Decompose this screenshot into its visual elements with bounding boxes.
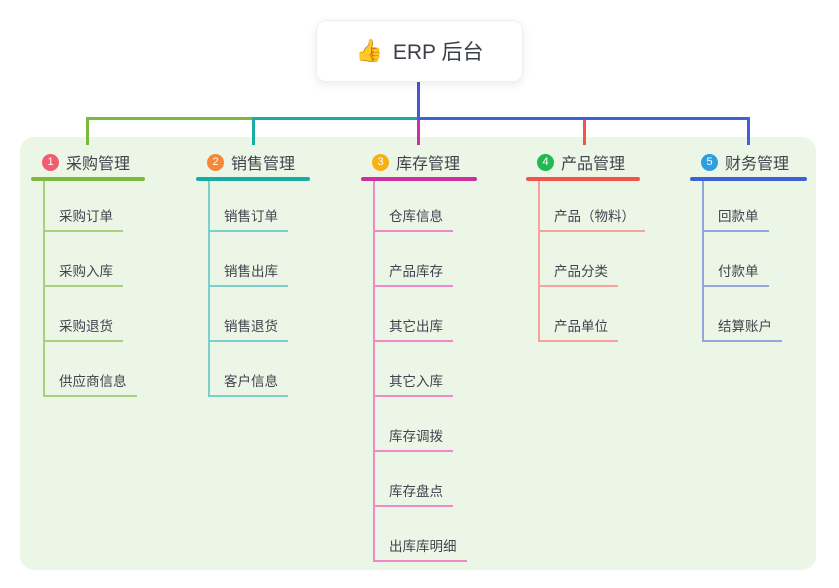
- child-node[interactable]: 销售订单: [210, 181, 310, 232]
- thumbs-up-icon: 👍: [355, 38, 383, 63]
- child-node[interactable]: 仓库信息: [375, 181, 477, 232]
- child-node[interactable]: 产品分类: [540, 232, 640, 287]
- child-node-label: 采购订单: [45, 205, 123, 232]
- branch-title: 产品管理: [561, 156, 626, 173]
- child-node-label: 销售退货: [210, 315, 288, 342]
- child-node-label: 出库库明细: [375, 535, 467, 562]
- child-node[interactable]: 产品单位: [540, 287, 640, 342]
- branch-title: 销售管理: [231, 156, 296, 173]
- root-node[interactable]: 👍 ERP 后台: [316, 20, 523, 82]
- connector-horizontal-left: [86, 117, 255, 120]
- child-node[interactable]: 产品库存: [375, 232, 477, 287]
- connector-drop-purchase: [86, 120, 89, 145]
- child-node-label: 库存盘点: [375, 480, 453, 507]
- branch-product: 4 产品管理 产品（物料） 产品分类 产品单位: [526, 147, 645, 342]
- branch-underline: [31, 177, 145, 181]
- branches-panel: [20, 137, 816, 570]
- badge-number-icon: 1: [42, 153, 59, 171]
- badge-number-icon: 2: [207, 153, 224, 171]
- connector-drop-product: [583, 120, 586, 145]
- branch-product-heading[interactable]: 4 产品管理: [526, 147, 640, 177]
- child-node-label: 销售出库: [210, 260, 288, 287]
- branch-underline: [526, 177, 640, 181]
- child-node-label: 销售订单: [210, 205, 288, 232]
- branch-title: 库存管理: [396, 156, 461, 173]
- child-node-label: 产品单位: [540, 315, 618, 342]
- branch-inventory-children: 仓库信息 产品库存 其它出库 其它入库 库存调拨 库存盘点 出库库明细: [373, 181, 477, 562]
- child-node-label: 采购入库: [45, 260, 123, 287]
- connector-drop-finance: [747, 120, 750, 145]
- connector-horizontal-mid: [252, 117, 420, 120]
- branch-inventory: 3 库存管理 仓库信息 产品库存 其它出库 其它入库 库存调拨 库存盘点 出库库…: [361, 147, 477, 562]
- child-node[interactable]: 其它出库: [375, 287, 477, 342]
- child-node[interactable]: 销售出库: [210, 232, 310, 287]
- branch-purchase: 1 采购管理 采购订单 采购入库 采购退货 供应商信息: [31, 147, 145, 397]
- connector-drop-sales: [252, 120, 255, 145]
- child-node[interactable]: 采购入库: [45, 232, 145, 287]
- child-node-label: 结算账户: [704, 315, 782, 342]
- child-node-label: 其它入库: [375, 370, 453, 397]
- badge-number-icon: 3: [372, 153, 389, 171]
- connector-horizontal-right: [417, 117, 750, 120]
- child-node-label: 产品分类: [540, 260, 618, 287]
- badge-number-icon: 4: [537, 153, 554, 171]
- child-node-label: 客户信息: [210, 370, 288, 397]
- child-node[interactable]: 结算账户: [704, 287, 807, 342]
- branch-sales: 2 销售管理 销售订单 销售出库 销售退货 客户信息: [196, 147, 310, 397]
- branch-finance: 5 财务管理 回款单 付款单 结算账户: [690, 147, 807, 342]
- child-node[interactable]: 供应商信息: [45, 342, 145, 397]
- root-node-label: ERP 后台: [392, 41, 484, 64]
- branch-sales-heading[interactable]: 2 销售管理: [196, 147, 310, 177]
- child-node[interactable]: 库存调拨: [375, 397, 477, 452]
- connector-drop-inventory: [417, 120, 420, 145]
- child-node-label: 供应商信息: [45, 370, 137, 397]
- branch-finance-heading[interactable]: 5 财务管理: [690, 147, 807, 177]
- branch-sales-children: 销售订单 销售出库 销售退货 客户信息: [208, 181, 310, 397]
- child-node-label: 采购退货: [45, 315, 123, 342]
- child-node-label: 产品库存: [375, 260, 453, 287]
- branch-product-children: 产品（物料） 产品分类 产品单位: [538, 181, 645, 342]
- child-node[interactable]: 回款单: [704, 181, 807, 232]
- branch-finance-children: 回款单 付款单 结算账户: [702, 181, 807, 342]
- branch-inventory-heading[interactable]: 3 库存管理: [361, 147, 477, 177]
- root-connector-line: [417, 82, 420, 120]
- badge-number-icon: 5: [701, 153, 718, 171]
- branch-title: 采购管理: [66, 156, 131, 173]
- branch-purchase-children: 采购订单 采购入库 采购退货 供应商信息: [43, 181, 145, 397]
- branch-underline: [690, 177, 807, 181]
- child-node-label: 产品（物料）: [540, 205, 645, 232]
- branch-title: 财务管理: [725, 156, 790, 173]
- child-node[interactable]: 其它入库: [375, 342, 477, 397]
- child-node[interactable]: 客户信息: [210, 342, 310, 397]
- child-node[interactable]: 付款单: [704, 232, 807, 287]
- child-node-label: 其它出库: [375, 315, 453, 342]
- child-node[interactable]: 出库库明细: [375, 507, 477, 562]
- child-node[interactable]: 采购退货: [45, 287, 145, 342]
- child-node-label: 库存调拨: [375, 425, 453, 452]
- branch-underline: [361, 177, 477, 181]
- child-node[interactable]: 库存盘点: [375, 452, 477, 507]
- child-node-label: 付款单: [704, 260, 769, 287]
- branch-purchase-heading[interactable]: 1 采购管理: [31, 147, 145, 177]
- child-node[interactable]: 采购订单: [45, 181, 145, 232]
- child-node-label: 回款单: [704, 205, 769, 232]
- child-node[interactable]: 产品（物料）: [540, 181, 645, 232]
- child-node[interactable]: 销售退货: [210, 287, 310, 342]
- branch-underline: [196, 177, 310, 181]
- child-node-label: 仓库信息: [375, 205, 453, 232]
